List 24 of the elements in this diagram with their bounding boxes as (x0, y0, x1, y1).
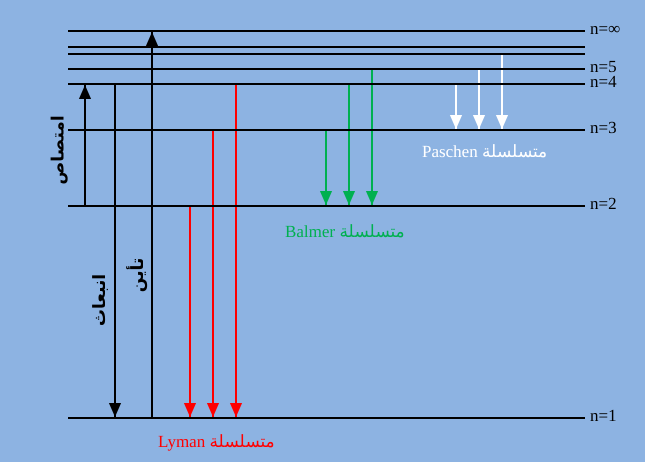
edge-label: انبعاث (90, 274, 110, 326)
arrow (472, 70, 486, 129)
level-label: n=3 (590, 118, 617, 138)
edge-label: امتصاص (48, 115, 68, 185)
arrow (184, 207, 196, 417)
arrow (230, 85, 242, 417)
level-label: n=1 (590, 406, 617, 426)
energy-level-line (68, 46, 585, 48)
level-label: n=∞ (590, 19, 620, 39)
energy-level-line (68, 53, 585, 55)
arrow (206, 131, 220, 417)
series-label: Lyman متسلسلة (158, 432, 274, 452)
arrow (320, 131, 332, 205)
edge-label: تأين (128, 258, 148, 292)
arrow (108, 85, 122, 417)
arrow (78, 85, 92, 205)
series-label: Paschen متسلسلة (422, 142, 547, 162)
level-label: n=2 (590, 194, 617, 214)
arrow (496, 55, 508, 129)
arrow (450, 85, 462, 129)
series-label: Balmer متسلسلة (285, 222, 404, 242)
arrow (342, 85, 356, 205)
arrow (366, 70, 378, 205)
arrow (146, 32, 158, 417)
